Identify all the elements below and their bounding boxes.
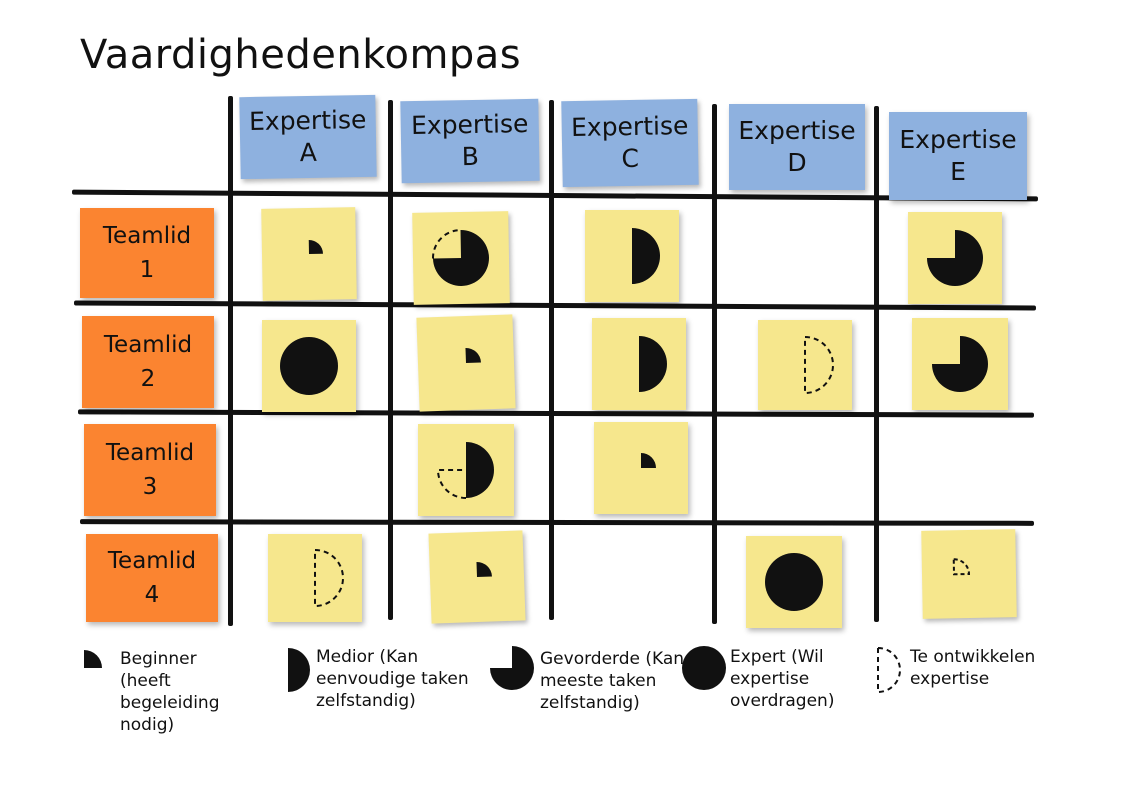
skill-note-r2-c <box>592 318 686 410</box>
column-header: Expertise D <box>729 104 865 190</box>
row-header-number: 1 <box>139 257 155 283</box>
skill-note-r3-c <box>594 422 688 514</box>
expert-icon <box>765 553 823 611</box>
medior-icon <box>632 228 660 284</box>
ontwikkelen-medior-icon <box>314 548 344 608</box>
column-header-letter: B <box>461 141 480 172</box>
skill-note-r1-c <box>585 210 679 302</box>
beginner-icon <box>476 562 492 577</box>
skill-note-r1-e <box>908 212 1002 304</box>
gevorderde-icon <box>490 646 534 690</box>
medior-icon <box>639 336 667 392</box>
column-header-letter: C <box>621 143 640 174</box>
row-header-number: 2 <box>140 366 156 392</box>
skill-note-r4-d <box>746 536 842 628</box>
row-header-label: Teamlid <box>102 223 192 249</box>
grid-line <box>79 519 1035 526</box>
skill-note-r1-a <box>261 207 357 301</box>
gevorderde-icon <box>932 336 988 392</box>
grid-line <box>549 100 554 620</box>
row-header-label: Teamlid <box>105 440 195 466</box>
grid-line <box>712 104 717 624</box>
grid-line <box>73 300 1037 311</box>
row-header: Teamlid 4 <box>86 534 218 622</box>
grid-line <box>388 100 393 620</box>
grid-line <box>77 409 1035 418</box>
skill-note-r1-b <box>412 211 510 305</box>
diagram-title: Vaardighedenkompas <box>80 32 522 78</box>
row-header-number: 3 <box>142 474 158 500</box>
column-header: Expertise B <box>400 98 540 184</box>
beginner-icon <box>465 348 481 363</box>
row-header-number: 4 <box>144 582 160 608</box>
legend-label: Expert (Wil expertise overdragen) <box>730 647 835 711</box>
row-header-label: Teamlid <box>107 548 197 574</box>
ontwikkelen-medior-icon <box>804 335 834 395</box>
column-header-label: Expertise <box>410 108 529 141</box>
beginner-icon <box>641 453 656 468</box>
beginner-icon <box>84 650 102 668</box>
skill-note-r2-d <box>758 320 852 410</box>
ontwikkelen-icon <box>877 646 901 694</box>
skill-note-r3-b <box>418 424 514 516</box>
row-header: Teamlid 2 <box>82 316 214 408</box>
medior-plus-ontwikkelen-icon <box>436 442 494 499</box>
skill-note-r2-b <box>416 314 516 412</box>
grid-line <box>874 106 879 622</box>
legend-label: Gevorderde (Kan meeste taken zelfstandig… <box>540 649 685 713</box>
row-header: Teamlid 3 <box>84 424 216 516</box>
legend-label: Beginner (heeft begeleiding nodig) <box>120 649 220 735</box>
skill-note-r4-b <box>428 530 526 624</box>
row-header: Teamlid 1 <box>80 208 214 298</box>
column-header-letter: A <box>299 137 318 168</box>
column-header: Expertise E <box>889 112 1027 200</box>
grid-line <box>228 96 233 626</box>
ontwikkelen-beginner-icon <box>952 558 971 576</box>
skill-note-r2-a <box>262 320 356 412</box>
beginner-icon <box>308 240 323 254</box>
legend-label: Te ontwikkelen expertise <box>910 647 1036 689</box>
expert-icon <box>280 337 338 395</box>
column-header: Expertise C <box>561 98 699 188</box>
skill-note-r2-e <box>912 318 1008 410</box>
expert-icon <box>682 646 726 690</box>
gevorderde-icon <box>927 230 983 286</box>
column-header-label: Expertise <box>248 104 367 137</box>
row-header-label: Teamlid <box>103 332 193 358</box>
gevorderde-plus-ontwikkelen-icon <box>432 229 489 286</box>
column-header-label: Expertise <box>899 125 1017 154</box>
column-header: Expertise A <box>239 94 377 180</box>
column-header-letter: E <box>950 157 966 186</box>
medior-icon <box>288 648 310 692</box>
column-header-letter: D <box>787 148 807 177</box>
legend-label: Medior (Kan eenvoudige taken zelfstandig… <box>316 647 469 711</box>
skill-note-r4-a <box>268 534 362 622</box>
column-header-label: Expertise <box>738 116 856 145</box>
skill-note-r4-e <box>921 529 1017 619</box>
column-header-label: Expertise <box>570 110 689 143</box>
